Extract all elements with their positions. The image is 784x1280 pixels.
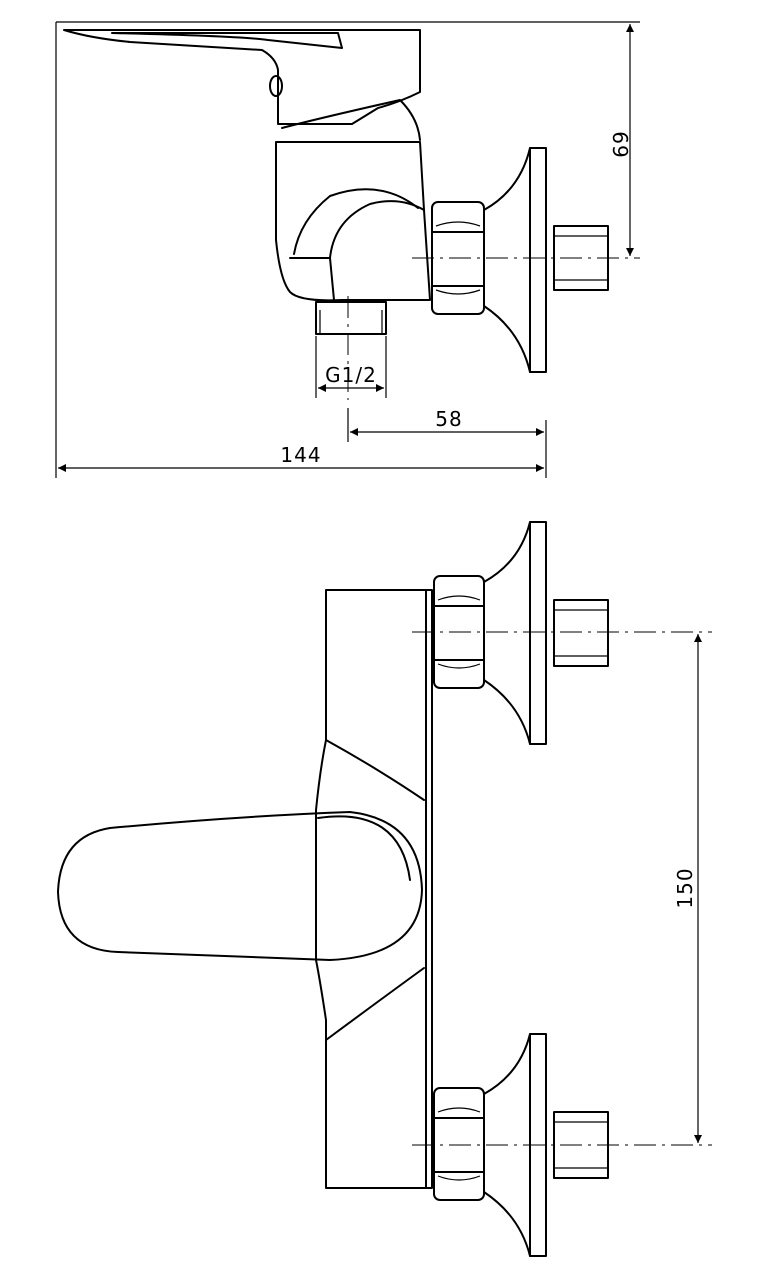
dimension-144-label: 144: [280, 443, 321, 467]
dimension-69-label: 69: [609, 130, 633, 157]
side-view: 69 G1/2 58 144: [55, 21, 640, 478]
dimension-150-label: 150: [673, 867, 697, 908]
dimension-g12-label: G1/2: [325, 363, 377, 387]
dimension-58-label: 58: [435, 407, 462, 431]
front-view: 150: [57, 521, 712, 1257]
